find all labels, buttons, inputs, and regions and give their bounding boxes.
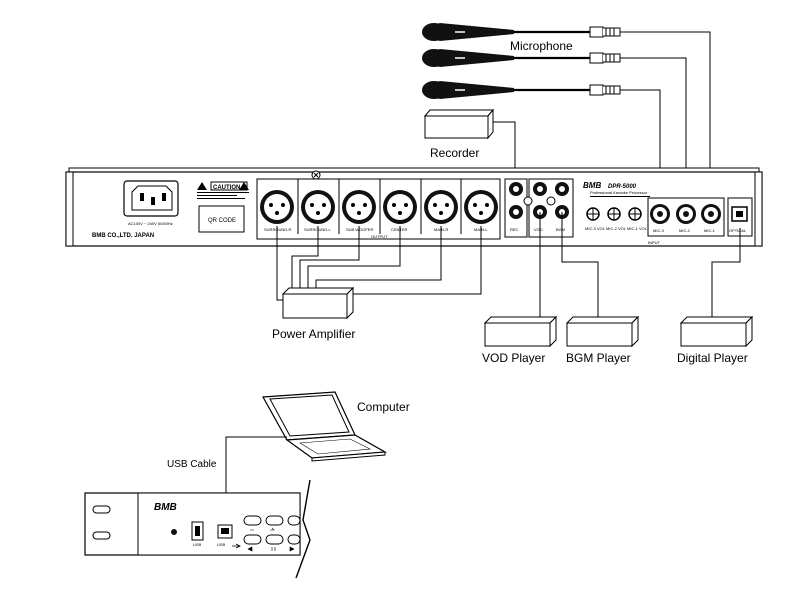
qr-code-box [198,205,245,233]
vod-player [483,315,558,348]
vol-label-mic2: MIC-2 VOL [606,226,627,231]
microphone-1 [422,23,621,41]
out-label-surround-r: SURROUND-R [264,227,291,232]
recorder-wire [493,121,516,185]
recorder-label: Recorder [430,146,479,160]
bgm-player [565,315,640,348]
power-inlet [123,180,179,217]
power-indicator [171,529,177,535]
mic-label-2: MIC-2 [679,228,691,233]
optical-wire [711,228,741,317]
xlr-center [383,190,417,224]
out-label-center: CENTER [391,227,408,232]
usb-b-label: USB [217,542,226,547]
mic-label-1: MIC-1 [704,228,716,233]
xlr-surround-l [301,190,335,224]
digital-player-label: Digital Player [677,351,748,365]
digital-player [679,315,754,348]
bgm-wire [561,212,599,317]
power-amplifier-label: Power Amplifier [272,327,355,341]
vol-knobs: MIC-3 VOL MIC-2 VOL MIC-1 VOL [585,207,648,231]
microphone-label: Microphone [510,39,573,53]
vol-label-mic1: MIC-1 VOL [627,226,648,231]
model-branding: BMB DPR-5000 Professional Karaoke Proces… [583,181,650,197]
usb-cable-label: USB Cable [167,459,217,470]
vod-player-label: VOD Player [482,351,545,365]
rca-label-bgm: BGM [556,227,565,232]
output-section-label: OUTPUT [371,234,388,239]
power-amplifier [281,286,355,320]
model-text: DPR-5000 [608,184,637,190]
qr-code-text: QR CODE [208,218,236,224]
microphone-2 [422,49,621,67]
out-label-sub-woofer: SUB WOOFER [346,227,373,232]
input-section-label: INPUT [648,240,661,245]
xlr-surround-r [260,190,294,224]
power-rating-text: AC100V ~ 240V 50/60Hz [128,221,173,226]
rca-label-vod: VOD [534,227,543,232]
xlr-main-r [424,190,458,224]
usb-a-label: USB [193,542,202,547]
model-subtitle-text: Professional Karaoke Processor [590,190,648,195]
brand-logo-rear: BMB [583,181,601,190]
break-line [295,479,311,579]
caution-label: CAUTION [197,181,249,199]
output-wires [276,226,482,301]
recorder [423,108,495,140]
vol-label-mic3: MIC-3 VOL [585,226,606,231]
mic-wires [620,31,711,205]
caution-text: CAUTION [213,185,240,191]
xlr-outputs: SURROUND-R SURROUND-L SUB WOOFER CENTER … [256,178,501,240]
optical-label: OPTICAL [729,228,747,233]
microphone-3 [422,81,621,99]
front-buttons [243,515,301,552]
rca-label-rec: REC [510,227,519,232]
mic-inputs: MIC-3 MIC-2 MIC-1 [647,197,725,237]
brand-logo-front: BMB [154,502,177,513]
xlr-main-l [464,190,498,224]
rca-jacks: REC VOD BGM [504,178,574,238]
xlr-sub-woofer [342,190,376,224]
computer-label: Computer [357,400,410,414]
bgm-player-label: BGM Player [566,351,631,365]
rear-panel: AC100V ~ 240V 50/60Hz BMB CO.,LTD. JAPAN… [65,167,763,247]
mic-label-3: MIC-3 [653,228,665,233]
front-panel: BMB USB USB [84,492,301,556]
computer-laptop [262,391,387,462]
maker-text: BMB CO.,LTD. JAPAN [92,233,154,239]
